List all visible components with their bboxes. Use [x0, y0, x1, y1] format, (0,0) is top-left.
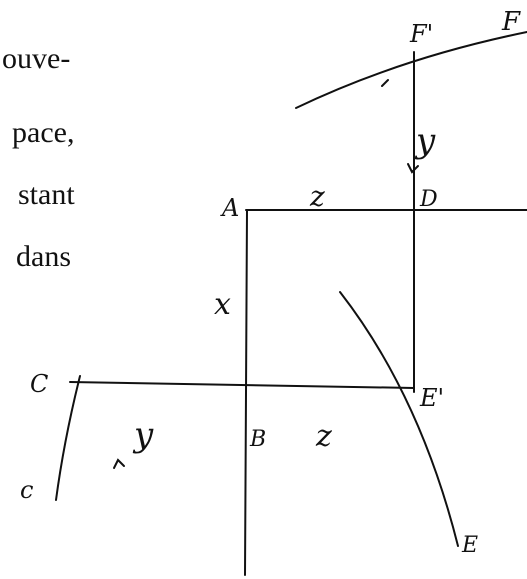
- text-line-4: dans: [16, 240, 71, 273]
- label-be-z: z: [315, 419, 332, 454]
- text-line-1: ouve-: [2, 42, 71, 75]
- label-b: B: [249, 427, 266, 452]
- label-c-lower: c: [20, 476, 33, 504]
- label-ad-z: z: [309, 180, 325, 213]
- text-line-2: pace,: [12, 116, 75, 149]
- arc-tick: [381, 79, 389, 87]
- arrow-y-left: [113, 458, 125, 469]
- arc-c: [55, 375, 81, 501]
- label-e-prime: E': [419, 384, 444, 412]
- line-ab: [244, 209, 248, 576]
- label-df-y: y: [414, 121, 436, 161]
- line-ce: [69, 381, 415, 389]
- arc-e: [339, 291, 459, 547]
- text-line-3: stant: [18, 178, 75, 211]
- label-f-prime: F': [409, 20, 433, 48]
- label-a: A: [220, 194, 239, 222]
- label-c: C: [30, 370, 48, 398]
- label-f: F: [501, 7, 521, 37]
- arc-f: [295, 31, 527, 109]
- arrow-y-top: [407, 163, 419, 174]
- label-bc-y: y: [132, 415, 154, 455]
- label-d: D: [419, 187, 438, 212]
- label-ab-x: x: [214, 287, 231, 322]
- label-e-lower: E: [461, 533, 478, 558]
